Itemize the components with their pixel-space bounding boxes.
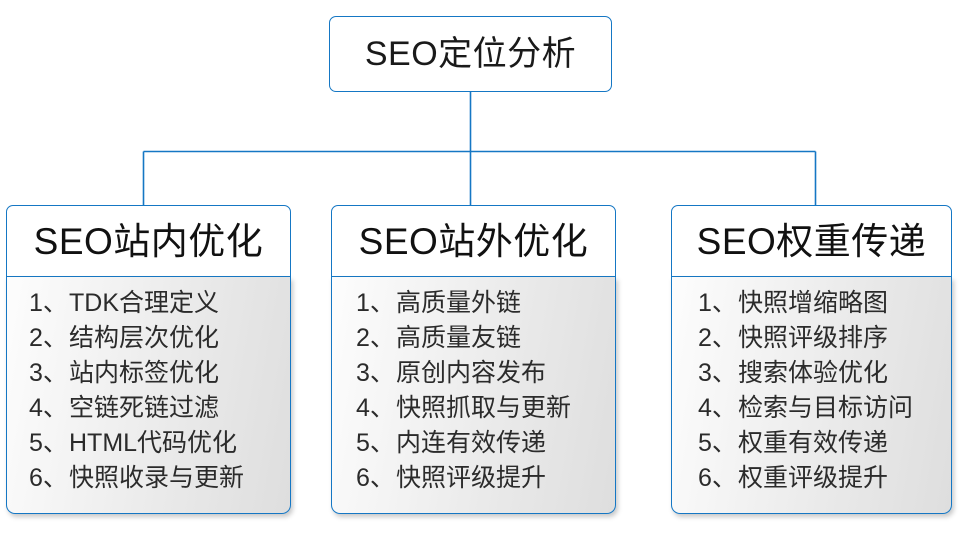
branch-header-label-1: SEO站内优化 <box>33 220 264 262</box>
list-item: 1、 高质量外链 <box>332 291 615 326</box>
branch-header-label-2: SEO站外优化 <box>358 220 589 262</box>
list-item-text: 高质量友链 <box>396 324 522 352</box>
list-item-text: 快照增缩略图 <box>738 289 889 317</box>
list-item: 3、 原创内容发布 <box>332 361 615 396</box>
list-item-text: 快照收录与更新 <box>69 464 245 492</box>
list-item: 3、 站内标签优化 <box>7 361 290 396</box>
branch-header-label-3: SEO权重传递 <box>696 220 927 262</box>
list-item-number: 3、 <box>29 359 68 387</box>
branch-item-list-1: 1、 TDK合理定义 2、 结构层次优化 3、 站内标签优化 4、 空链死链过滤… <box>7 291 290 501</box>
list-item-number: 6、 <box>356 464 395 492</box>
list-item-text: HTML代码优化 <box>69 429 238 457</box>
branch-column-2: SEO站外优化 1、 高质量外链 2、 高质量友链 3、 原创内容发布 4、 快 <box>331 205 616 514</box>
branch-body-1: 1、 TDK合理定义 2、 结构层次优化 3、 站内标签优化 4、 空链死链过滤… <box>6 277 291 514</box>
list-item-number: 2、 <box>356 324 395 352</box>
branch-header-1[interactable]: SEO站内优化 <box>6 205 291 277</box>
list-item: 6、 快照评级提升 <box>332 466 615 501</box>
branch-body-3: 1、 快照增缩略图 2、 快照评级排序 3、 搜索体验优化 4、 检索与目标访问… <box>671 277 952 514</box>
list-item: 3、 搜索体验优化 <box>672 361 951 396</box>
list-item-number: 4、 <box>29 394 68 422</box>
list-item-number: 5、 <box>29 429 68 457</box>
list-item: 1、 TDK合理定义 <box>7 291 290 326</box>
list-item: 2、 高质量友链 <box>332 326 615 361</box>
list-item-text: 高质量外链 <box>396 289 522 317</box>
list-item: 5、 内连有效传递 <box>332 431 615 466</box>
root-node-label: SEO定位分析 <box>364 35 577 73</box>
list-item-text: 原创内容发布 <box>396 359 547 387</box>
list-item: 2、 结构层次优化 <box>7 326 290 361</box>
list-item: 1、 快照增缩略图 <box>672 291 951 326</box>
list-item-text: 快照抓取与更新 <box>396 394 572 422</box>
list-item-number: 5、 <box>356 429 395 457</box>
list-item-text: 权重评级提升 <box>738 464 889 492</box>
branch-column-3: SEO权重传递 1、 快照增缩略图 2、 快照评级排序 3、 搜索体验优化 4、 <box>671 205 952 514</box>
list-item: 5、 HTML代码优化 <box>7 431 290 466</box>
list-item-text: 快照评级提升 <box>396 464 547 492</box>
list-item-number: 6、 <box>29 464 68 492</box>
list-item-text: 站内标签优化 <box>69 359 220 387</box>
list-item-text: 快照评级排序 <box>738 324 889 352</box>
list-item-number: 1、 <box>356 289 395 317</box>
list-item-text: 权重有效传递 <box>738 429 889 457</box>
list-item-text: 搜索体验优化 <box>738 359 889 387</box>
list-item-number: 2、 <box>29 324 68 352</box>
list-item: 5、 权重有效传递 <box>672 431 951 466</box>
list-item-number: 3、 <box>356 359 395 387</box>
list-item-number: 1、 <box>698 289 737 317</box>
branch-item-list-3: 1、 快照增缩略图 2、 快照评级排序 3、 搜索体验优化 4、 检索与目标访问… <box>672 291 951 501</box>
list-item-number: 2、 <box>698 324 737 352</box>
list-item-text: TDK合理定义 <box>69 289 220 317</box>
list-item: 4、 快照抓取与更新 <box>332 396 615 431</box>
list-item-number: 3、 <box>698 359 737 387</box>
list-item-number: 5、 <box>698 429 737 457</box>
branch-column-1: SEO站内优化 1、 TDK合理定义 2、 结构层次优化 3、 站内标签优化 4… <box>6 205 291 514</box>
branch-header-3[interactable]: SEO权重传递 <box>671 205 952 277</box>
list-item: 6、 快照收录与更新 <box>7 466 290 501</box>
list-item-text: 内连有效传递 <box>396 429 547 457</box>
list-item-number: 6、 <box>698 464 737 492</box>
branch-item-list-2: 1、 高质量外链 2、 高质量友链 3、 原创内容发布 4、 快照抓取与更新 5… <box>332 291 615 501</box>
branch-header-2[interactable]: SEO站外优化 <box>331 205 616 277</box>
list-item: 4、 空链死链过滤 <box>7 396 290 431</box>
list-item-text: 结构层次优化 <box>69 324 220 352</box>
branch-body-2: 1、 高质量外链 2、 高质量友链 3、 原创内容发布 4、 快照抓取与更新 5… <box>331 277 616 514</box>
list-item-text: 空链死链过滤 <box>69 394 220 422</box>
list-item: 4、 检索与目标访问 <box>672 396 951 431</box>
list-item-number: 4、 <box>698 394 737 422</box>
list-item: 2、 快照评级排序 <box>672 326 951 361</box>
list-item: 6、 权重评级提升 <box>672 466 951 501</box>
root-node[interactable]: SEO定位分析 <box>329 16 612 92</box>
list-item-number: 1、 <box>29 289 68 317</box>
list-item-number: 4、 <box>356 394 395 422</box>
list-item-text: 检索与目标访问 <box>738 394 914 422</box>
